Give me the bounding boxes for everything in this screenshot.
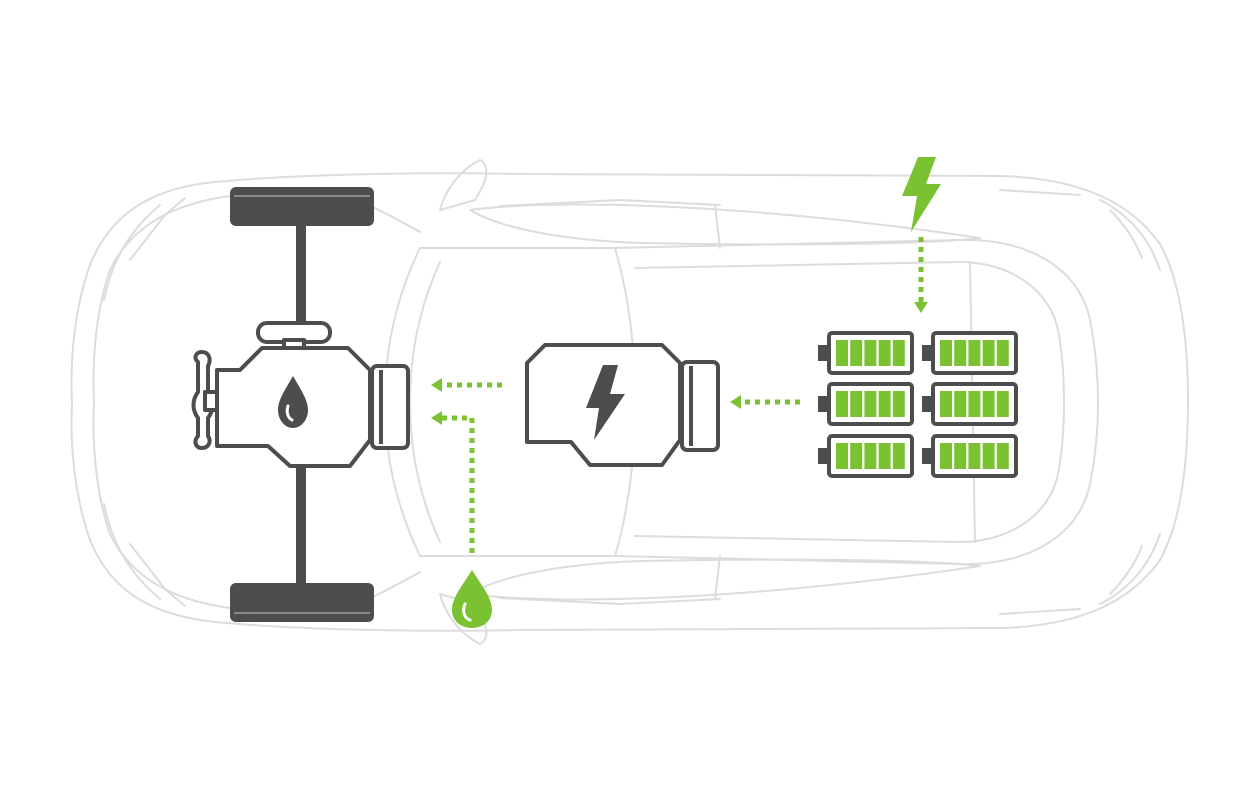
battery-charge-bar [836, 443, 848, 469]
battery-icon [818, 382, 914, 426]
battery-charge-bar [850, 443, 863, 469]
battery-charge-bar [850, 340, 863, 366]
battery-charge-bar [954, 340, 967, 366]
wheel-bottom [230, 583, 374, 622]
fuel-drop-icon [278, 376, 308, 428]
battery-charge-bar [850, 391, 863, 417]
combustion-engine [191, 321, 410, 468]
battery-charge-bar [864, 443, 877, 469]
flow-arrow-charge-to-battery [914, 237, 928, 313]
flow-arrow-battery-to-motor [730, 395, 800, 409]
battery-icon [922, 434, 1018, 478]
flow-arrow-fuel-to-engine [431, 411, 475, 553]
battery-charge-bar [864, 340, 877, 366]
flow-arrow-motor-to-engine [431, 378, 502, 392]
fuel-input-drop-icon [452, 570, 492, 628]
battery-icon [818, 434, 914, 478]
battery-charge-bar [892, 340, 905, 366]
electric-motor [525, 343, 720, 467]
battery-icon [922, 382, 1018, 426]
battery-charge-bar [968, 443, 981, 469]
battery-charge-bar [940, 443, 952, 469]
lightning-bolt-icon [586, 365, 625, 440]
battery-charge-bar [878, 340, 891, 366]
battery-charge-bar [954, 443, 967, 469]
battery-charge-bar [878, 391, 891, 417]
battery-charge-bar [940, 391, 952, 417]
battery-charge-bar [982, 340, 995, 366]
battery-pack [818, 331, 1018, 478]
battery-charge-bar [836, 391, 848, 417]
battery-charge-bar [968, 391, 981, 417]
battery-charge-bar [954, 391, 967, 417]
battery-icon [818, 331, 914, 375]
battery-charge-bar [982, 443, 995, 469]
energy-flows [431, 237, 928, 553]
battery-charge-bar [892, 391, 905, 417]
battery-charge-bar [996, 340, 1009, 366]
battery-charge-bar [996, 443, 1009, 469]
battery-charge-bar [864, 391, 877, 417]
battery-charge-bar [836, 340, 848, 366]
battery-charge-bar [878, 443, 891, 469]
battery-charge-bar [940, 340, 952, 366]
battery-charge-bar [968, 340, 981, 366]
battery-charge-bar [982, 391, 995, 417]
charge-input-lightning-icon [902, 157, 941, 232]
battery-icon [922, 331, 1018, 375]
battery-charge-bar [996, 391, 1009, 417]
wheel-top [230, 187, 374, 226]
battery-charge-bar [892, 443, 905, 469]
